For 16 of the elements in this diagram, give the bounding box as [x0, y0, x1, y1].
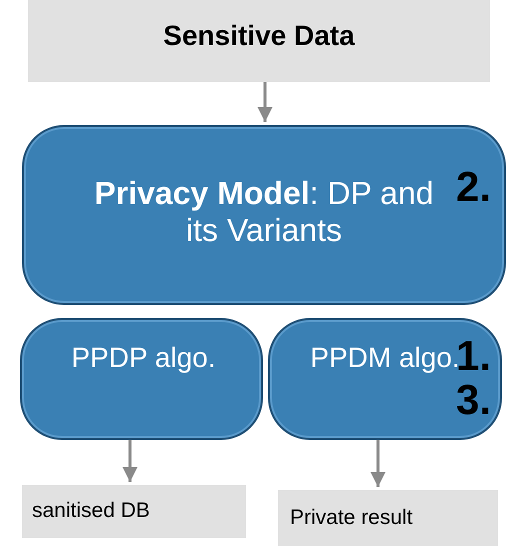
- source-box: [28, 0, 490, 82]
- model-box: [22, 125, 506, 305]
- node-label: sanitised DB: [32, 499, 151, 524]
- node-label: PPDP algo.: [70, 342, 217, 374]
- arrow: [370, 440, 386, 487]
- node-label: Private result: [290, 506, 414, 530]
- node-label: Privacy Model: DP and its Variants: [93, 175, 435, 249]
- arrow: [258, 82, 272, 122]
- node-label: Sensitive Data: [162, 20, 356, 52]
- algorithm-box: [268, 318, 502, 440]
- output-box: [278, 490, 498, 546]
- arrow: [122, 440, 138, 482]
- output-box: [22, 485, 246, 538]
- algorithm-box: [20, 318, 263, 440]
- step-number: 3.: [456, 378, 492, 422]
- step-number: 2.: [456, 165, 492, 209]
